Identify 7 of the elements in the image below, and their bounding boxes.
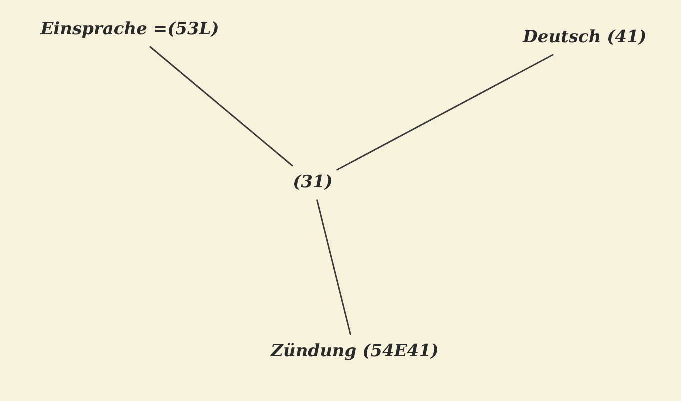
connector-line [316,200,352,336]
handwritten-label: (31) [293,170,333,196]
connector-line [336,54,554,171]
connector-line [150,46,294,167]
handwritten-label: Deutsch (41) [523,25,647,51]
handwritten-label: Zündung (54E41) [271,339,439,365]
handwritten-label: Einsprache =(53L) [40,17,220,43]
